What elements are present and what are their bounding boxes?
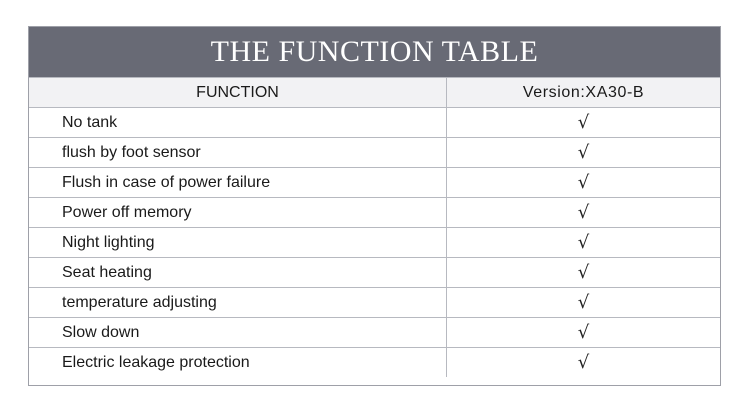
header-function: FUNCTION — [29, 78, 447, 107]
function-name: Night lighting — [29, 228, 447, 257]
table-row: Seat heating √ — [29, 257, 720, 287]
function-table: THE FUNCTION TABLE FUNCTION Version:XA30… — [28, 26, 721, 386]
table-row: Power off memory √ — [29, 197, 720, 227]
table-row: Flush in case of power failure √ — [29, 167, 720, 197]
check-icon: √ — [577, 351, 590, 373]
check-icon: √ — [577, 111, 590, 133]
table-row: No tank √ — [29, 107, 720, 137]
check-icon: √ — [577, 321, 590, 343]
function-name: Flush in case of power failure — [29, 168, 447, 197]
version-cell: √ — [447, 348, 720, 377]
header-version: Version:XA30-B — [522, 83, 645, 101]
table-row: Night lighting √ — [29, 227, 720, 257]
version-cell: √ — [447, 168, 720, 197]
function-name: Slow down — [29, 318, 447, 347]
table-title: THE FUNCTION TABLE — [29, 27, 720, 77]
version-cell: √ — [447, 288, 720, 317]
check-icon: √ — [577, 231, 590, 253]
version-cell: √ — [447, 138, 720, 167]
table-header-row: FUNCTION Version:XA30-B — [29, 77, 720, 107]
function-name: Electric leakage protection — [29, 348, 447, 377]
version-cell: √ — [447, 318, 720, 347]
version-cell: √ — [447, 108, 720, 137]
function-name: No tank — [29, 108, 447, 137]
table-row: temperature adjusting √ — [29, 287, 720, 317]
function-name: flush by foot sensor — [29, 138, 447, 167]
table-row: flush by foot sensor √ — [29, 137, 720, 167]
version-cell: √ — [447, 198, 720, 227]
table-row: Electric leakage protection √ — [29, 347, 720, 377]
check-icon: √ — [577, 201, 590, 223]
function-name: Seat heating — [29, 258, 447, 287]
check-icon: √ — [577, 171, 590, 193]
function-name: Power off memory — [29, 198, 447, 227]
check-icon: √ — [577, 261, 590, 283]
version-cell: √ — [447, 258, 720, 287]
version-cell: √ — [447, 228, 720, 257]
function-name: temperature adjusting — [29, 288, 447, 317]
table-row: Slow down √ — [29, 317, 720, 347]
check-icon: √ — [577, 141, 590, 163]
check-icon: √ — [577, 291, 590, 313]
